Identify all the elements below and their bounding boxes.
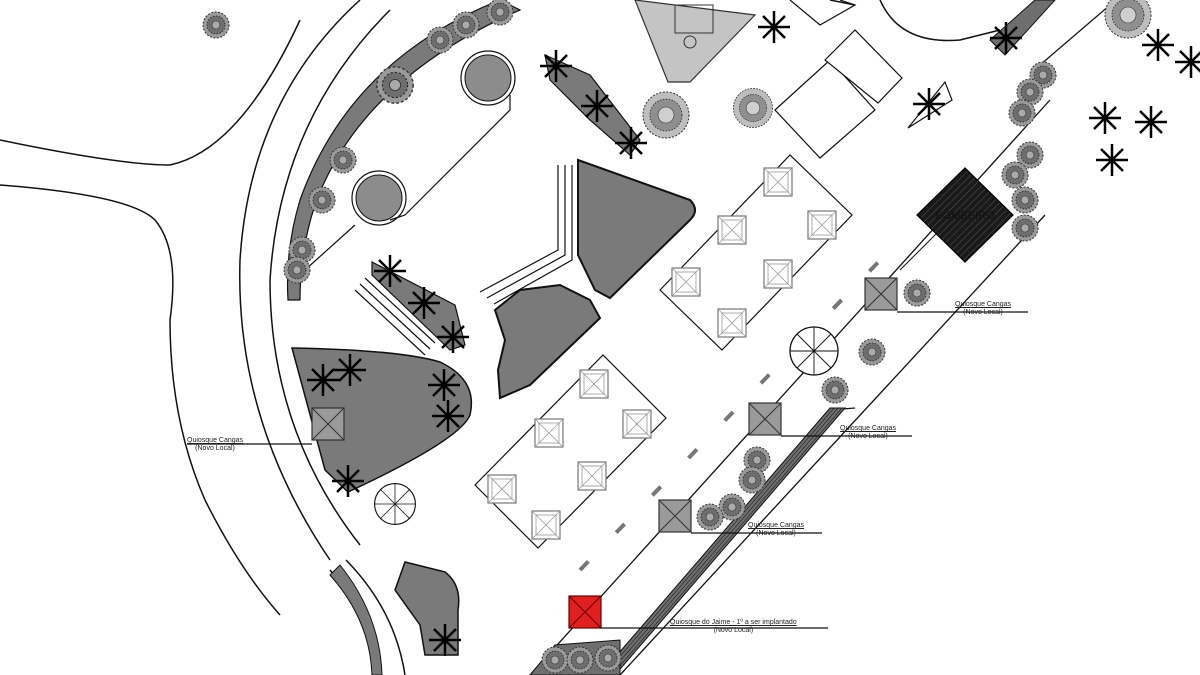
- narrow-bed-middle: [371, 261, 466, 351]
- walkway-hatched-band: [599, 407, 847, 675]
- triangle-bed: [291, 347, 473, 493]
- umbrella-table-left: [374, 483, 416, 525]
- central-beds: [479, 158, 696, 400]
- kiosk-jaime: [568, 595, 602, 629]
- tent-area-upper: [659, 154, 853, 351]
- sports-court: [634, 0, 857, 83]
- label-subtitle: (Novo Local): [848, 433, 888, 440]
- kiosk-cangas-2: [311, 407, 345, 441]
- label-kiosk-cangas-2: Quiosque Cangas (Novo Local): [187, 437, 243, 453]
- playground-structure: [774, 29, 903, 159]
- label-kiosk-cangas-3: Quiosque Cangas (Novo Local): [840, 425, 896, 441]
- label-kiosk-jaime: Quiosque do Jaime - 1º a ser implantado …: [670, 619, 797, 635]
- label-subtitle: (Novo Local): [756, 530, 796, 537]
- dashed-axis: [578, 248, 892, 572]
- label-subtitle: (Novo Local): [713, 627, 754, 634]
- label-title: Quiosque Cangas: [955, 301, 1012, 308]
- tent-area-lower: [474, 354, 667, 549]
- top-right-strip: [989, 0, 1056, 56]
- umbrella-table-right: [789, 326, 839, 376]
- label-kiosk-cangas-1: Quiosque Cangas (Novo Local): [955, 301, 1011, 317]
- kiosk-cangas-3: [748, 402, 782, 436]
- bottom-bed: [394, 561, 460, 656]
- kiosk-cangas-1: [864, 277, 898, 311]
- bench-lines: [354, 277, 436, 356]
- label-title: Quiosque do Jaime - 1º a ser implantado: [670, 619, 797, 626]
- building-label: BOMBEIRO: [935, 210, 995, 222]
- top-right-line: [1039, 4, 1111, 66]
- label-leaders: [187, 311, 1028, 629]
- planting-strip-bottom: [329, 564, 383, 675]
- label-subtitle: (Novo Local): [963, 309, 1003, 316]
- kiosk-cangas-4: [658, 499, 692, 533]
- label-title: Quiosque Cangas: [748, 522, 805, 529]
- label-kiosk-cangas-4: Quiosque Cangas (Novo Local): [748, 522, 804, 538]
- round-planters: [292, 50, 516, 271]
- label-title: Quiosque Cangas: [187, 437, 244, 444]
- label-title: Quiosque Cangas: [840, 425, 897, 432]
- fire-station-building: BOMBEIRO: [916, 167, 1014, 263]
- label-subtitle: (Novo Local): [195, 445, 235, 452]
